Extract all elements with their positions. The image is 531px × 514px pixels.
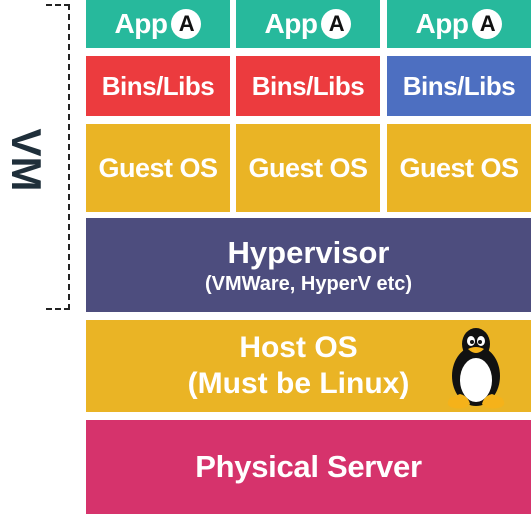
physical-server-block: Physical Server <box>86 420 531 514</box>
app-block-3: App A <box>387 0 531 48</box>
hypervisor-title: Hypervisor <box>227 235 390 271</box>
vm-bracket <box>46 4 70 310</box>
host-os-title: Host OS <box>239 331 358 364</box>
hypervisor-block: Hypervisor (VMWare, HyperV etc) <box>86 218 531 312</box>
bins-libs-block-3: Bins/Libs <box>387 56 531 116</box>
app-block-1: App A <box>86 0 230 48</box>
app-badge-icon: A <box>321 9 352 39</box>
host-os-subtitle: (Must be Linux) <box>187 367 410 400</box>
guest-os-block-3: Guest OS <box>387 124 531 212</box>
app-block-2: App A <box>236 0 380 48</box>
guest-os-block-1: Guest OS <box>86 124 230 212</box>
bins-libs-block-2: Bins/Libs <box>236 56 380 116</box>
app-badge-icon: A <box>171 9 202 39</box>
app-label: App <box>114 8 168 39</box>
app-badge-icon: A <box>472 9 503 39</box>
bins-libs-block-1: Bins/Libs <box>86 56 230 116</box>
app-label: App <box>415 8 469 39</box>
guest-os-block-2: Guest OS <box>236 124 380 212</box>
linux-tux-icon <box>447 328 505 409</box>
hypervisor-subtitle: (VMWare, HyperV etc) <box>204 272 413 295</box>
app-label: App <box>264 8 318 39</box>
